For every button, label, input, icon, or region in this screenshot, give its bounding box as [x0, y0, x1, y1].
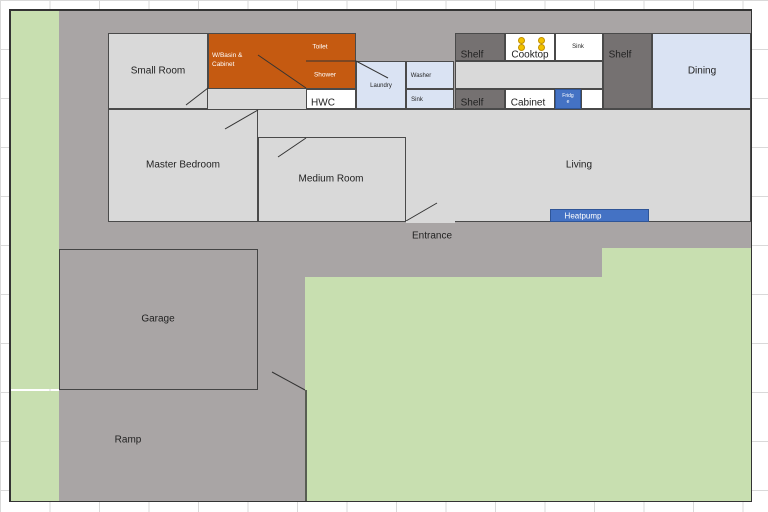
shelf-left-top	[455, 33, 505, 61]
shelf-left-bottom	[455, 89, 505, 109]
shelf-right-label: Shelf	[608, 49, 632, 61]
shower-label: Shower	[313, 71, 337, 79]
medium-room-label: Medium Room	[298, 173, 364, 185]
dining-room	[652, 33, 751, 109]
shelf-left-bottom-label: Shelf	[460, 97, 484, 109]
washer-label: Washer	[410, 73, 432, 79]
garage-label: Garage	[141, 313, 175, 325]
kitchen-sink-label: Sink	[572, 44, 584, 50]
lawn-bottom-left	[11, 391, 59, 501]
hwc	[306, 89, 356, 109]
heatpump-label: Heatpump	[564, 211, 602, 221]
entrance-label: Entrance	[411, 230, 453, 242]
lawn-main-top	[602, 248, 751, 278]
small-room-label: Small Room	[130, 65, 186, 77]
shelf-right	[603, 33, 652, 109]
cooktop	[505, 33, 555, 61]
lawn-main	[305, 277, 751, 501]
laundry-sink-label: Sink	[411, 97, 423, 103]
fridge-label: Fridge	[562, 93, 574, 105]
cabinet-label: Cabinet	[510, 97, 546, 109]
fridge-space	[581, 89, 603, 109]
path-strip	[305, 248, 602, 277]
cooktop-burner	[538, 37, 545, 44]
heatpump	[550, 209, 649, 222]
lawn-left-strip	[11, 11, 59, 389]
dining-label: Dining	[687, 65, 717, 77]
laundry-sink	[406, 89, 454, 109]
cabinet	[505, 89, 555, 109]
shelf-left-top-label: Shelf	[460, 49, 484, 61]
cooktop-label: Cooktop	[511, 49, 549, 61]
living-label: Living	[565, 159, 593, 171]
master-bedroom-label: Master Bedroom	[146, 159, 220, 171]
garage	[59, 249, 258, 390]
fridge	[555, 89, 581, 109]
kitchen-sink	[555, 33, 603, 61]
washer	[406, 61, 454, 89]
ramp-label: Ramp	[114, 434, 142, 446]
toilet-label: Toilet	[312, 43, 328, 51]
cooktop-burner	[538, 44, 545, 51]
cooktop-burner	[518, 44, 525, 51]
cooktop-burner	[518, 37, 525, 44]
hwc-label: HWC	[311, 97, 335, 109]
site-boundary	[9, 9, 752, 502]
laundry-label: Laundry	[370, 83, 392, 89]
kitchen-floor	[455, 61, 603, 89]
basin-label: W/Basin & Cabinet	[212, 52, 243, 68]
